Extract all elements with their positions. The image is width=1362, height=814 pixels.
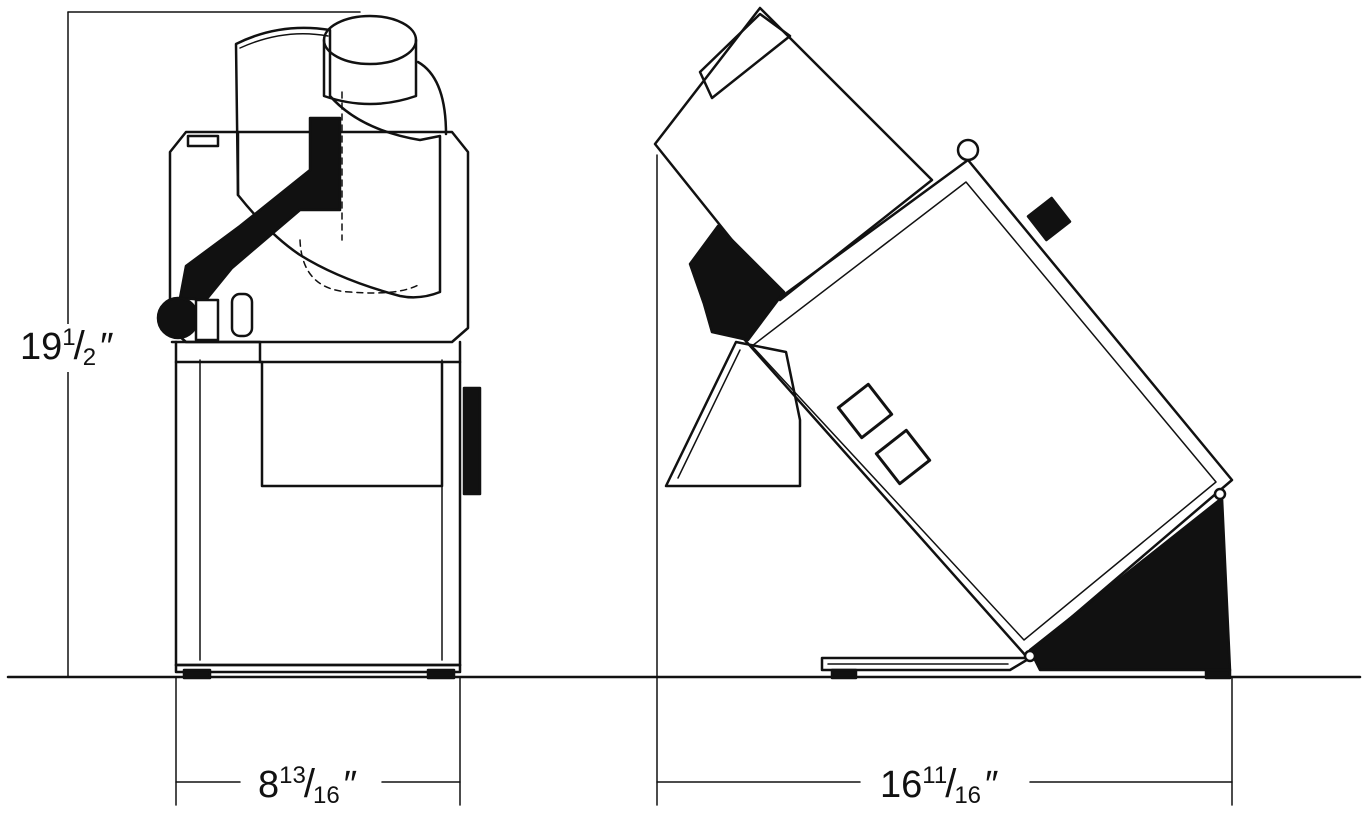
front-view-machine — [156, 14, 482, 680]
height-dimension-label: 191/2″ — [16, 324, 118, 372]
side-depth-numerator: 11 — [922, 762, 948, 789]
side-switch — [1026, 196, 1072, 242]
side-main-body — [734, 158, 1234, 658]
height-unit: ″ — [100, 326, 114, 368]
side-base-foot — [820, 656, 1032, 672]
front-hidden-outline — [299, 239, 421, 294]
side-stand — [664, 340, 802, 488]
front-ledge — [170, 340, 262, 364]
side-hinge — [956, 138, 980, 162]
side-depth-dimension-lines — [656, 154, 1233, 806]
front-inner-panel — [260, 360, 444, 488]
side-dark-support — [1028, 496, 1232, 672]
front-side-control — [462, 386, 482, 496]
side-depth-dimension-label: 1611/16″ — [870, 762, 1009, 810]
side-depth-denominator: 16 — [954, 782, 982, 809]
side-depth-unit: ″ — [985, 764, 999, 806]
front-width-unit: ″ — [343, 764, 358, 806]
height-numerator: 1 — [62, 324, 76, 351]
front-width-numerator: 13 — [279, 762, 306, 789]
front-hopper — [234, 26, 442, 299]
front-width-dimension-label: 813/16″ — [248, 762, 368, 810]
front-base-cabinet — [174, 340, 462, 667]
front-pusher-top — [322, 14, 418, 66]
side-depth-whole: 16 — [880, 764, 923, 806]
front-handle — [230, 292, 254, 338]
front-lever-knob — [156, 296, 200, 340]
side-view-machine — [653, 6, 1234, 680]
front-width-whole: 8 — [258, 764, 280, 806]
height-whole: 19 — [20, 326, 63, 368]
front-width-dimension-lines — [175, 676, 461, 806]
side-window-upper — [836, 382, 894, 440]
height-denominator: 2 — [82, 344, 97, 371]
side-dark-chute — [688, 224, 786, 342]
front-top-tab — [186, 134, 220, 148]
front-width-denominator: 16 — [312, 782, 340, 809]
side-window-lower — [874, 428, 932, 486]
